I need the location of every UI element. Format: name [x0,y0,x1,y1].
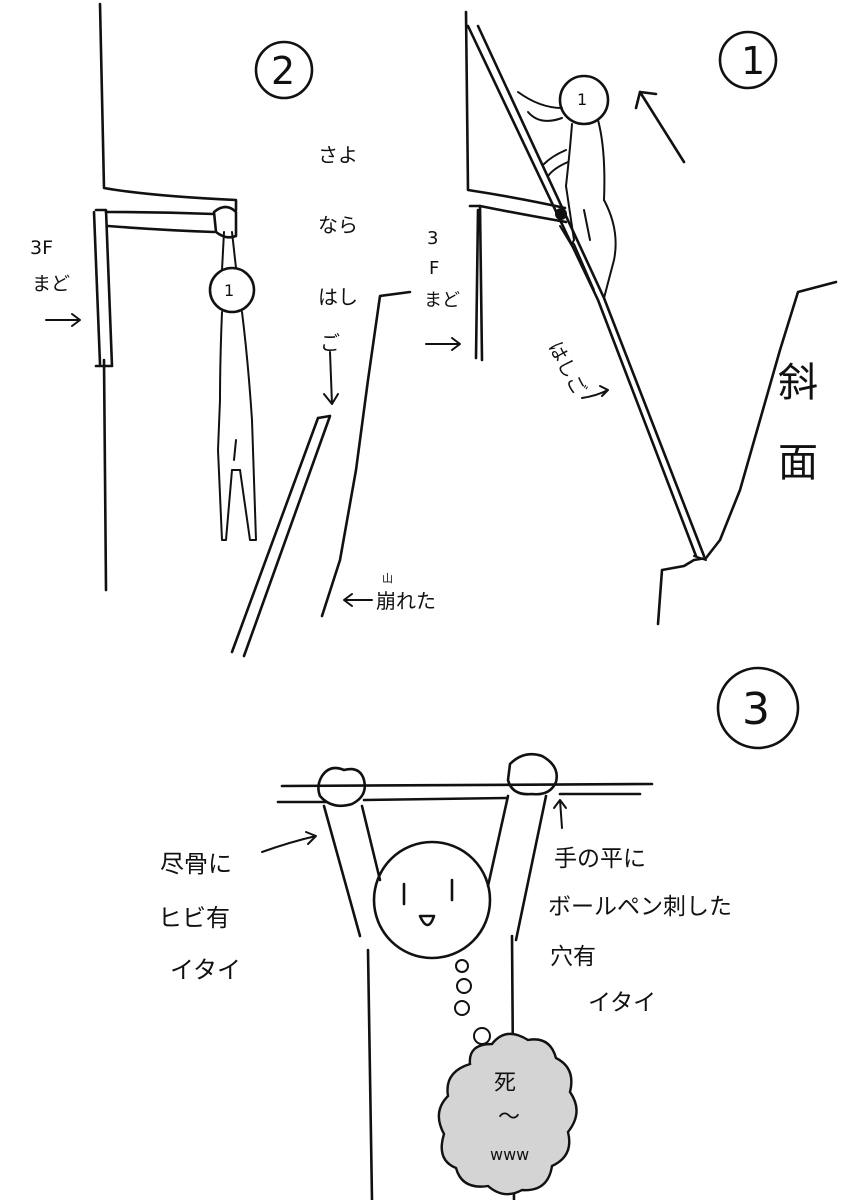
farewell-arrow [323,351,339,405]
panel-1-number-circle [718,30,778,90]
thought-line-3: www [490,1145,529,1164]
panel-2-floor-label-2: まど [32,273,70,295]
panel-3-mouth [418,914,436,927]
thought-line-1: 死 [494,1071,516,1096]
panel-2-building-base [102,358,108,592]
panel-2-floor-label-1: 3F [30,237,53,259]
climber-face-mark: 1 [577,90,587,109]
panel-1-floor-label-3: まど [424,290,460,311]
left-note-3: イタイ [170,956,241,984]
right-note-arrow [553,799,567,829]
panel-1-up-arrow [634,90,686,164]
panel-2-number-circle [254,40,314,100]
right-arm [486,794,548,942]
left-note-2: ヒビ有 [158,904,230,932]
panel-2-number: 2 [271,49,295,93]
panel-2-hands [212,205,238,239]
farewell-line-3: はし [318,285,358,309]
right-note-4: イタイ [588,990,656,1016]
slope-label-2: 面 [778,440,818,486]
left-arm [322,804,382,938]
thought-dot-4 [473,1027,491,1045]
collapse-label: 崩れた [376,589,436,613]
right-note-1: 手の平に [554,846,646,872]
panel-2-floor-arrow [45,313,81,327]
panel-3-eyes [402,878,454,906]
panel-3-head [372,840,492,960]
panel-3-number-circle [716,666,800,750]
panel-2-window-frame [92,208,114,368]
climbing-figure: 1 [517,74,617,299]
left-note-1: 尽骨に [160,850,232,878]
hanging-face-mark: 1 [224,281,234,300]
collapse-label-ruby: 山 [382,572,393,585]
farewell-line-2: なら [318,213,358,237]
panel-1-ladder-label: はしご [544,338,590,399]
panel-3: 3 死 〜 www 尽骨に ヒビ有 イタイ 手の平に ボールペン刺し [158,666,800,1200]
panel-1-number: 1 [741,39,765,83]
panel-2-building-wall [98,2,238,212]
panel-1-ladder-arrow [581,385,609,399]
panel-1-floor-label-2: F [429,258,439,279]
left-note-arrow [261,831,317,853]
panel-1: 1 1 3 F まど はしご 斜 [424,10,838,626]
collapse-arrow [343,593,373,607]
right-note-2: ボールペン刺した [548,894,732,920]
right-fist [506,752,558,796]
thought-dot-1 [455,959,469,973]
hanging-bar [276,782,654,804]
left-fist [317,766,367,808]
hanging-head [208,266,256,314]
thought-dot-2 [456,978,472,994]
panel-2: 2 1 さよ なら はし ご 山 崩れた 3F ま [30,2,436,658]
climber-head [558,74,610,126]
panel-2-sill [104,210,216,234]
panel-1-floor-label-1: 3 [427,228,438,249]
right-note-3: 穴有 [550,944,596,970]
thought-line-2: 〜 [498,1105,520,1130]
panel-3-number: 3 [742,684,770,735]
slope-label-1: 斜 [778,360,818,406]
thought-cloud [437,1032,578,1196]
farewell-line-1: さよ [318,143,358,167]
panel-1-sill [478,204,568,224]
falling-ladder [230,414,332,658]
panel-1-floor-arrow [425,337,461,351]
farewell-line-4: ご [320,331,340,355]
panel-1-window-frame [468,204,484,362]
hanging-figure: 1 [208,231,257,541]
thought-dot-3 [454,1000,470,1016]
panel-1-slope [656,280,838,626]
panel-1-grip [555,208,567,220]
collapsed-ground [320,290,412,618]
